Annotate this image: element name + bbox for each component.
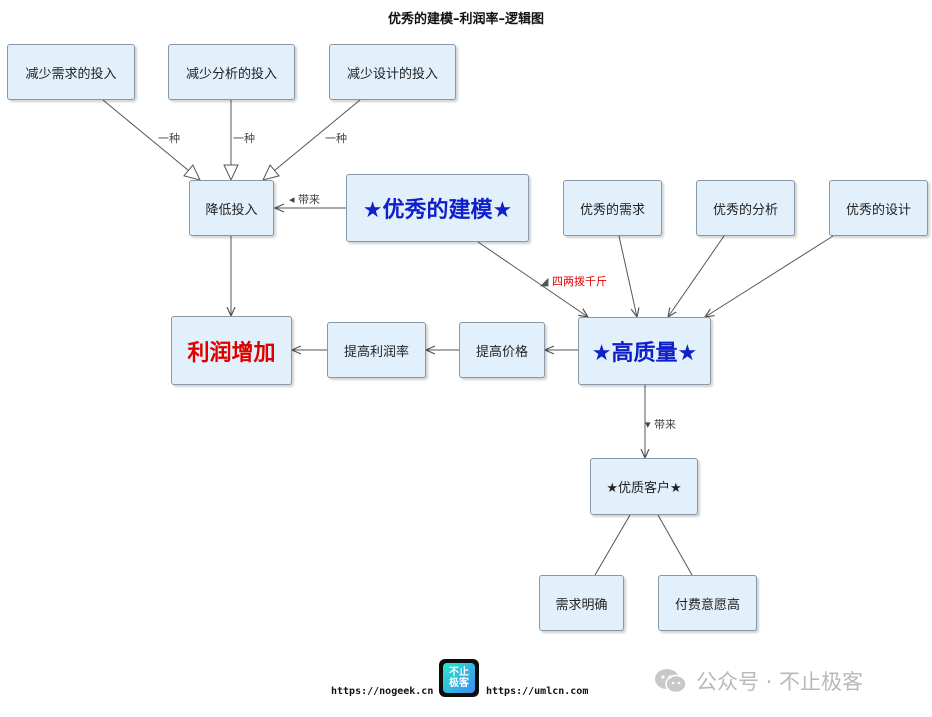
edge-reduce-design-to-lower xyxy=(262,99,361,181)
footer-link-nogeek[interactable]: https://nogeek.cn xyxy=(331,686,434,697)
node-reduce-analysis-input: 减少分析的投入 xyxy=(168,44,295,100)
footer-link-umlcn[interactable]: https://umlcn.com xyxy=(486,686,589,697)
edge-label-kind-1: 一种 xyxy=(158,132,180,145)
edge-label-kind-2: 一种 xyxy=(233,132,255,145)
node-good-modeling: ★优秀的建模★ xyxy=(346,174,529,242)
edge-goodanalysis-to-quality xyxy=(668,235,725,317)
node-profit-increase: 利润增加 xyxy=(171,316,292,385)
logo-text-line2: 极客 xyxy=(449,678,469,689)
node-good-analysis: 优秀的分析 xyxy=(696,180,795,236)
node-reduce-design-input: 减少设计的投入 xyxy=(329,44,456,100)
wechat-label: 公众号 · 不止极客 xyxy=(696,670,864,694)
logo-text-line1: 不止 xyxy=(449,667,469,678)
node-reduce-requirements-input: 减少需求的投入 xyxy=(7,44,135,100)
edge-label-kind-3: 一种 xyxy=(325,132,347,145)
brand-logo: 不止 极客 xyxy=(439,659,479,697)
node-quality-customer: ★优质客户★ xyxy=(590,458,698,515)
diagram-title: 优秀的建模–利润率–逻辑图 xyxy=(387,12,544,27)
edge-gooddesign-to-quality xyxy=(705,235,834,317)
node-good-design: 优秀的设计 xyxy=(829,180,928,236)
node-high-quality: ★高质量★ xyxy=(578,317,711,385)
node-clear-requirements: 需求明确 xyxy=(539,575,624,631)
edge-label-leverage: ◢ 四两拨千斤 xyxy=(540,275,607,288)
edge-label-brings-1: ◂ 带来 xyxy=(289,193,321,206)
node-raise-price: 提高价格 xyxy=(459,322,545,378)
node-raise-margin: 提高利润率 xyxy=(327,322,426,378)
node-good-requirements: 优秀的需求 xyxy=(563,180,662,236)
edge-customer-to-clearreq xyxy=(594,514,631,576)
node-lower-input: 降低投入 xyxy=(189,180,274,236)
node-high-willingness-to-pay: 付费意愿高 xyxy=(658,575,757,631)
edge-reduce-req-to-lower xyxy=(102,99,201,181)
wechat-icon xyxy=(655,669,687,694)
edge-goodreq-to-quality xyxy=(618,235,637,317)
edge-label-brings-2: ▾ 带来 xyxy=(645,418,677,431)
edge-modeling-to-quality xyxy=(477,241,588,317)
wechat-watermark: 公众号 · 不止极客 xyxy=(654,666,863,696)
edge-customer-to-willing xyxy=(657,514,693,576)
